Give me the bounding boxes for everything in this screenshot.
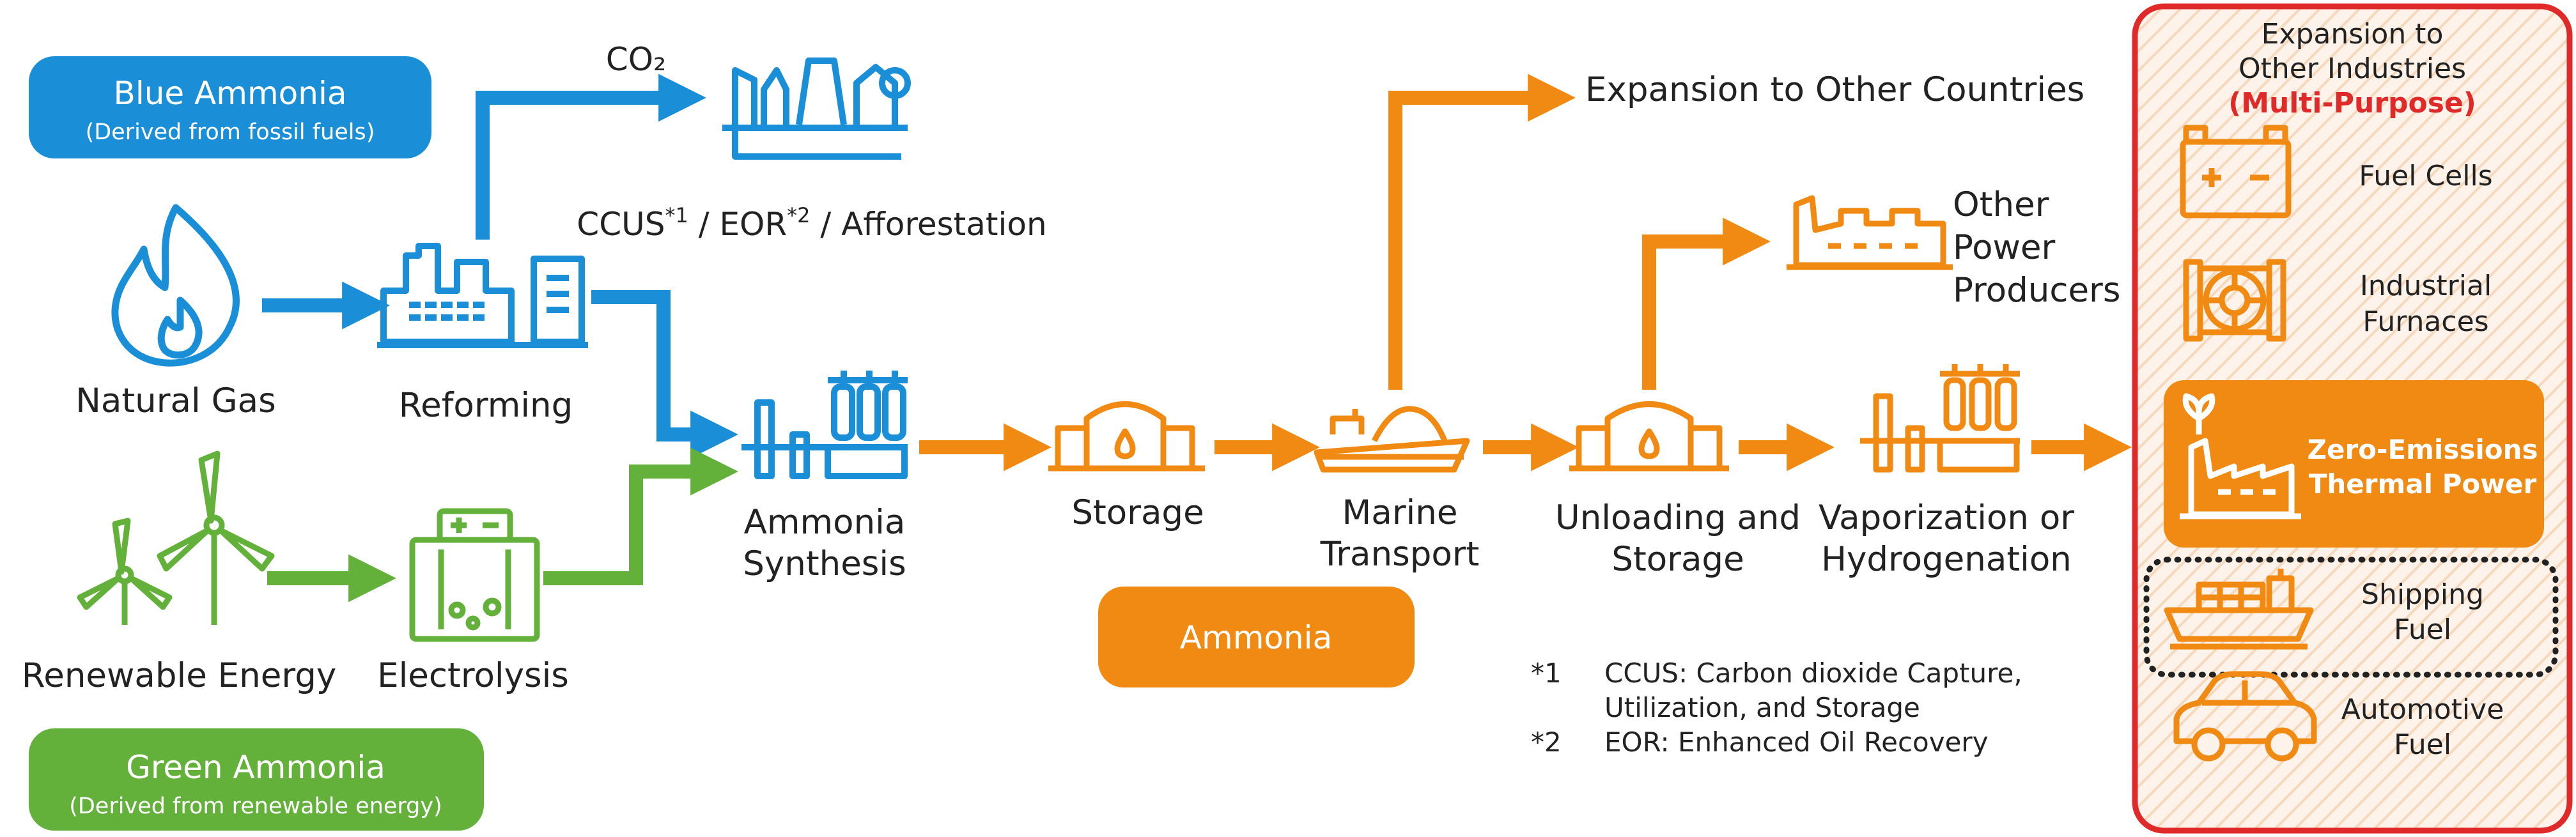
zero-emissions-box bbox=[2164, 380, 2544, 548]
panel-title-3: (Multi-Purpose) bbox=[2228, 87, 2476, 119]
vaporization-plant-icon bbox=[1860, 364, 2020, 473]
co2-label: CO₂ bbox=[606, 41, 666, 78]
storage-tank-icon bbox=[1048, 401, 1205, 472]
footnote-2-mark: *2 bbox=[1531, 726, 1562, 758]
ammonia-badge: Ammonia bbox=[1098, 587, 1415, 687]
panel-title-1: Expansion to bbox=[2262, 18, 2444, 50]
arrow-electrolysis-to-synthesis bbox=[543, 447, 738, 585]
automotive-fuel-label-1: Automotive bbox=[2341, 693, 2504, 726]
zero-emissions-label-1: Zero-Emissions bbox=[2308, 434, 2538, 465]
co2-storage-icon bbox=[722, 58, 911, 160]
footnote-2-line-1: EOR: Enhanced Oil Recovery bbox=[1604, 726, 1989, 758]
blue-ammonia-subtitle: (Derived from fossil fuels) bbox=[86, 119, 375, 145]
cargo-ship-icon bbox=[2164, 569, 2314, 650]
footnote-1-mark: *1 bbox=[1531, 657, 1562, 689]
footnotes: *1 CCUS: Carbon dioxide Capture, Utiliza… bbox=[1531, 657, 2022, 758]
flow-arrows bbox=[262, 73, 2132, 603]
power-plant-icon bbox=[1787, 195, 1953, 270]
marine-transport-label-2: Transport bbox=[1320, 535, 1480, 574]
ammonia-synthesis-label-2: Synthesis bbox=[743, 544, 906, 583]
industrial-furnaces-label-1: Industrial bbox=[2360, 270, 2492, 302]
natural-gas-label: Natural Gas bbox=[75, 381, 276, 420]
factory-icon bbox=[377, 243, 588, 348]
unloading-label-2: Storage bbox=[1611, 540, 1744, 579]
automotive-fuel-label-2: Fuel bbox=[2394, 728, 2451, 761]
shipping-fuel-label-1: Shipping bbox=[2361, 578, 2484, 611]
arrow-unloading-to-other-power bbox=[1642, 217, 1771, 390]
electrolysis-label: Electrolysis bbox=[377, 656, 569, 695]
other-power-label-2: Power bbox=[1953, 228, 2055, 267]
other-power-label-1: Other bbox=[1953, 185, 2049, 224]
shipping-fuel-frame bbox=[2143, 557, 2559, 678]
industrial-furnaces-label-2: Furnaces bbox=[2363, 305, 2488, 338]
green-ammonia-badge: Green Ammonia (Derived from renewable en… bbox=[29, 728, 484, 831]
footnote-1-line-2: Utilization, and Storage bbox=[1604, 692, 1920, 723]
car-icon bbox=[2173, 671, 2317, 762]
furnace-icon bbox=[2183, 259, 2286, 342]
zero-emissions-label-2: Thermal Power bbox=[2309, 468, 2537, 500]
zero-emissions-plant-icon bbox=[2180, 393, 2301, 519]
synthesis-plant-icon bbox=[741, 371, 908, 479]
blue-ammonia-title: Blue Ammonia bbox=[114, 75, 347, 112]
arrow-marine-to-other-countries bbox=[1388, 73, 1576, 390]
vaporization-label-2: Hydrogenation bbox=[1821, 540, 2072, 579]
wind-turbine-icon bbox=[77, 450, 275, 625]
vaporization-label-1: Vaporization or bbox=[1819, 498, 2074, 537]
battery-icon bbox=[2180, 125, 2292, 219]
electrolyzer-icon bbox=[409, 508, 540, 642]
other-industries-panel: Expansion to Other Industries (Multi-Pur… bbox=[2132, 3, 2573, 834]
renewable-energy-label: Renewable Energy bbox=[22, 656, 336, 695]
marine-transport-label-1: Marine bbox=[1342, 493, 1458, 532]
green-ammonia-title: Green Ammonia bbox=[126, 749, 385, 786]
footnote-1-line-1: CCUS: Carbon dioxide Capture, bbox=[1604, 657, 2022, 689]
flame-icon bbox=[111, 204, 240, 367]
fuel-cells-label: Fuel Cells bbox=[2359, 160, 2492, 192]
blue-ammonia-badge: Blue Ammonia (Derived from fossil fuels) bbox=[29, 56, 431, 158]
node-labels: CO₂ CCUS*1 / EOR*2 / Afforestation Natur… bbox=[22, 41, 2121, 695]
ammonia-synthesis-label-1: Ammonia bbox=[744, 503, 906, 542]
arrow-reforming-to-synthesis bbox=[591, 290, 738, 459]
ccus-label: CCUS*1 / EOR*2 / Afforestation bbox=[577, 203, 1046, 243]
green-ammonia-subtitle: (Derived from renewable energy) bbox=[69, 794, 442, 819]
unloading-label-1: Unloading and bbox=[1555, 498, 1801, 537]
expansion-countries-label: Expansion to Other Countries bbox=[1585, 70, 2084, 109]
ammonia-badge-label: Ammonia bbox=[1180, 619, 1332, 656]
reforming-label: Reforming bbox=[399, 386, 573, 425]
arrow-reforming-to-co2 bbox=[476, 73, 706, 240]
tanker-ship-icon bbox=[1314, 406, 1470, 473]
panel-title-2: Other Industries bbox=[2238, 52, 2466, 85]
unloading-tank-icon bbox=[1569, 401, 1729, 472]
storage-label: Storage bbox=[1071, 493, 1204, 532]
shipping-fuel-label-2: Fuel bbox=[2394, 613, 2451, 646]
other-power-label-3: Producers bbox=[1953, 271, 2120, 310]
